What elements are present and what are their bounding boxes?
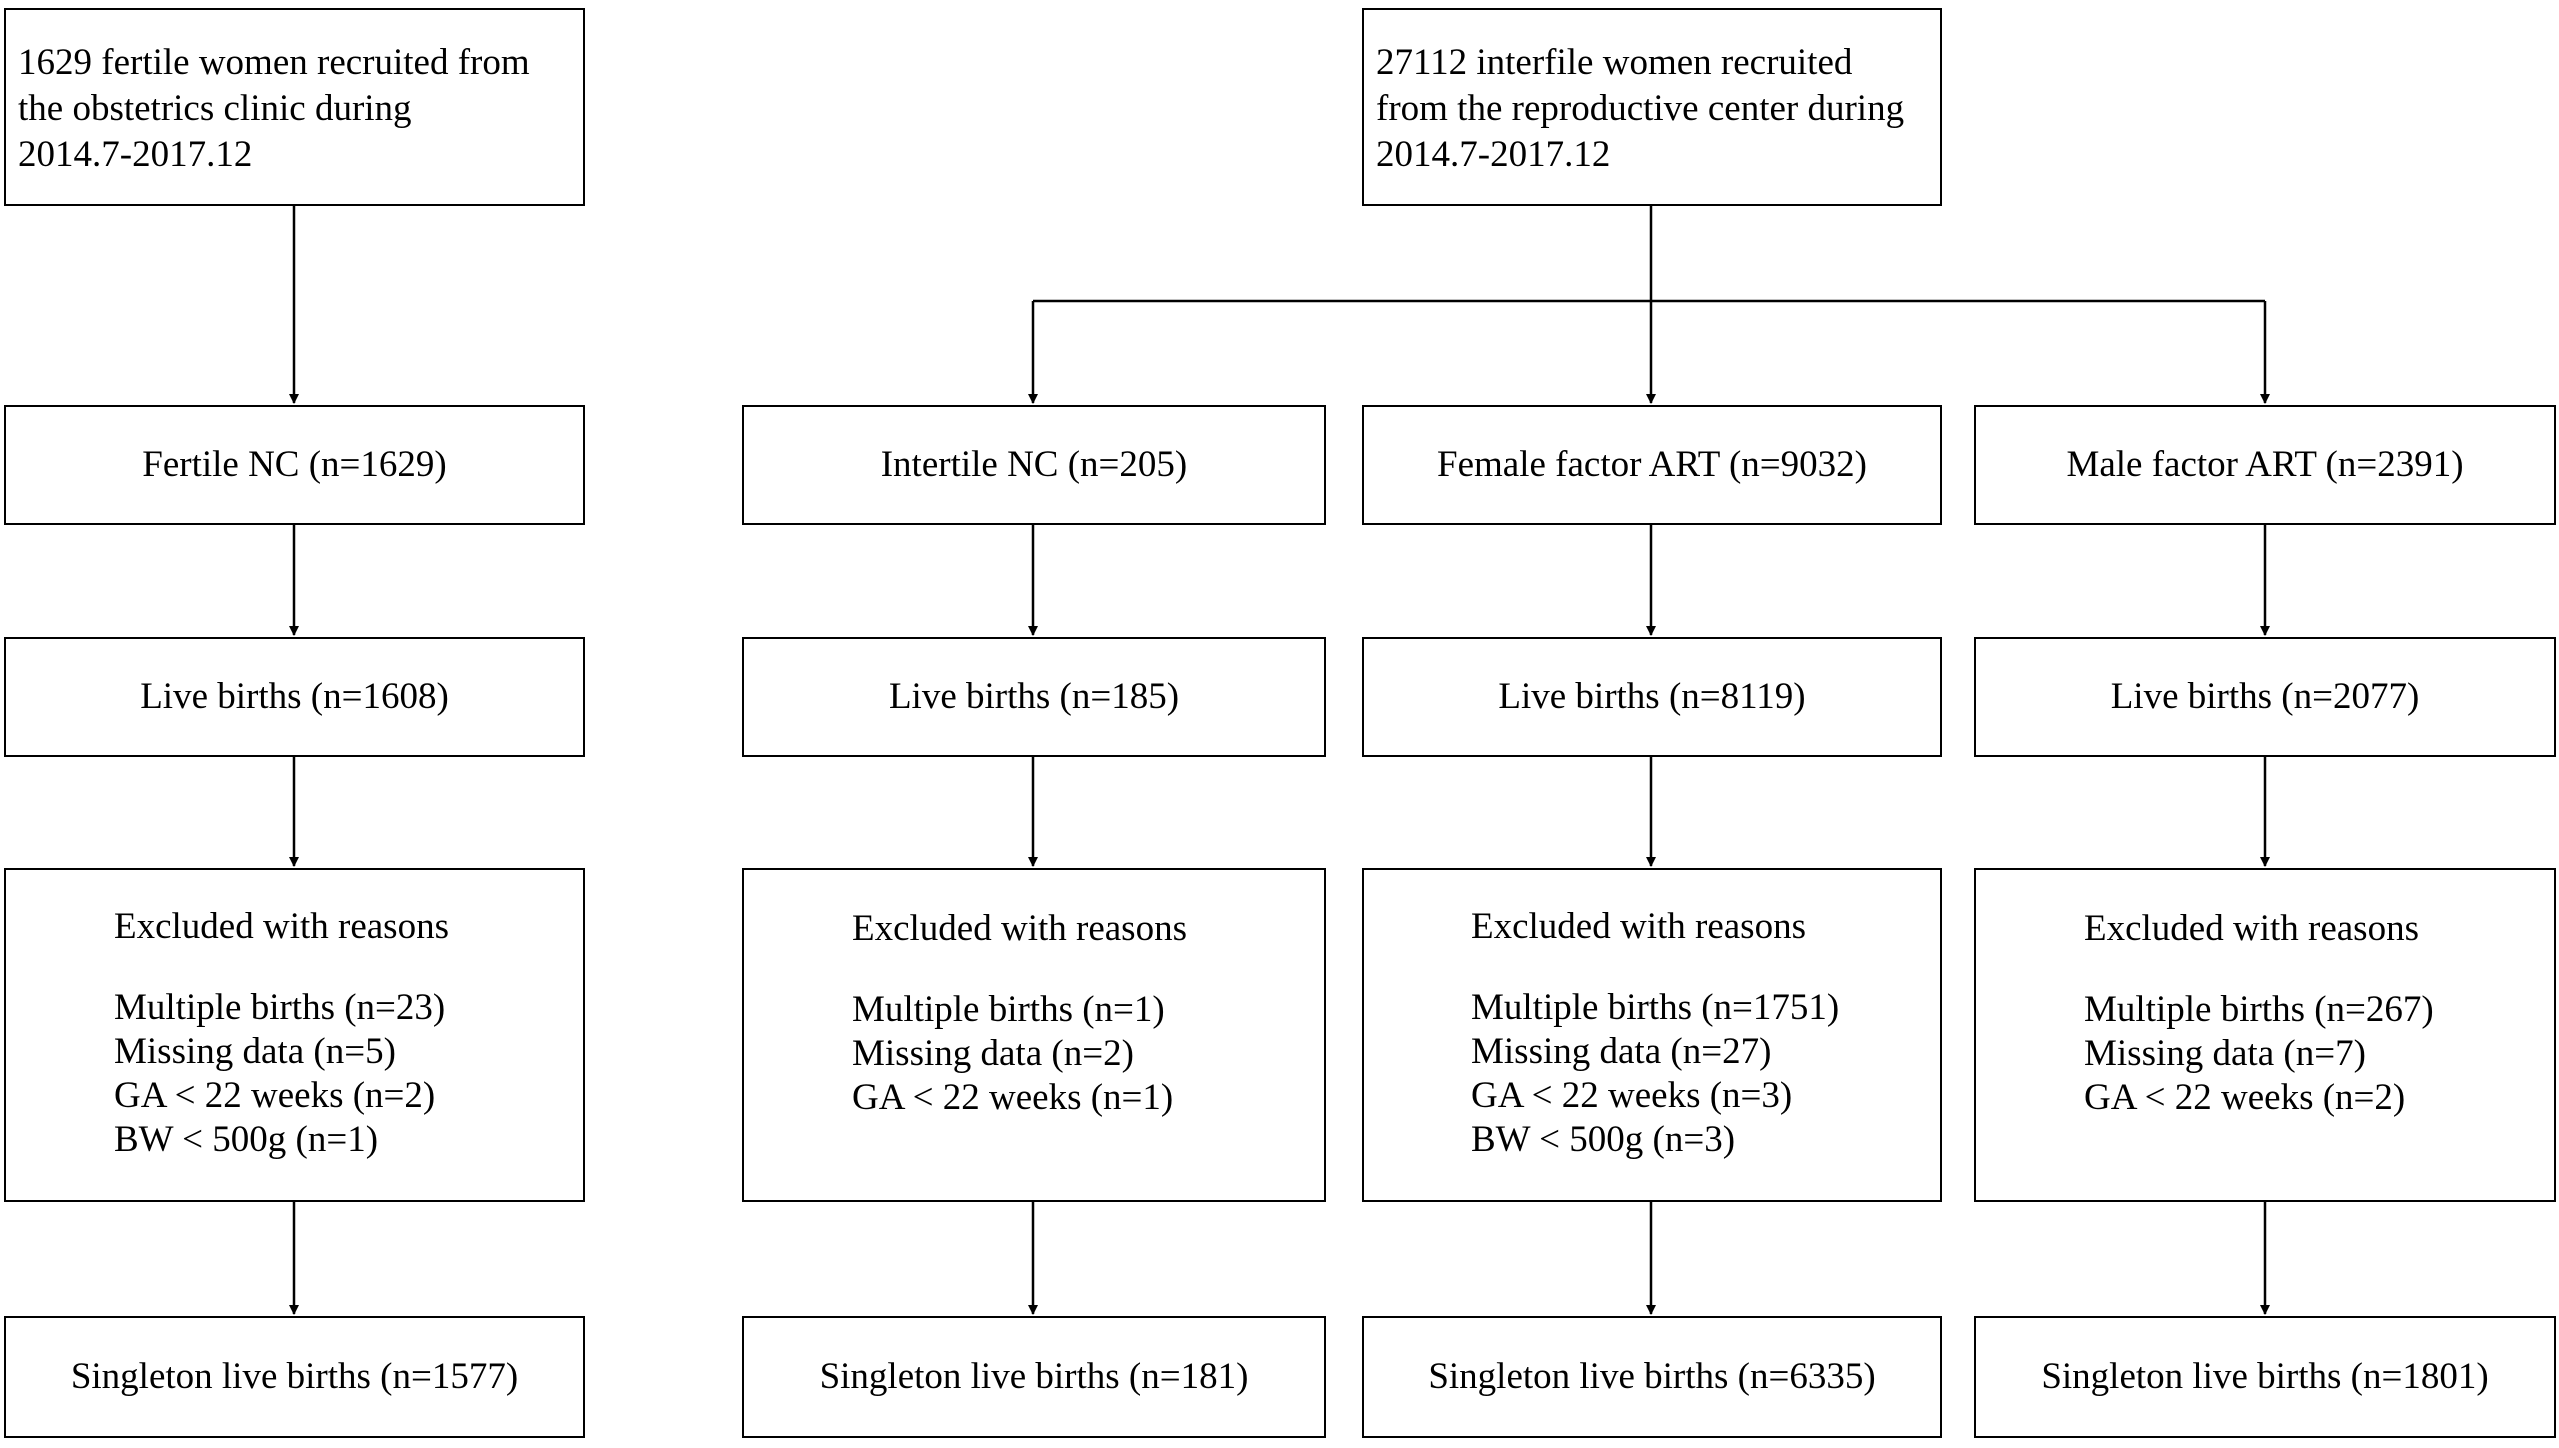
excluded-reason: Multiple births (n=267) [2084,989,2434,1030]
excluded-box-infertile-nc: Excluded with reasons Multiple births (n… [742,868,1326,1202]
excluded-reason: Missing data (n=7) [2084,1033,2366,1074]
singleton-label: Singleton live births (n=1577) [70,1356,519,1397]
fertile-source-line-3: 2014.7-2017.12 [18,134,253,175]
live-births-label: Live births (n=2077) [2110,676,2420,717]
live-births-box-infertile-nc: Live births (n=185) [742,637,1326,757]
singleton-box-female-factor-art: Singleton live births (n=6335) [1362,1316,1942,1438]
singleton-label: Singleton live births (n=6335) [1428,1356,1876,1397]
fertile-source-line-2: the obstetrics clinic during [18,88,412,129]
excluded-reason: Multiple births (n=23) [114,987,446,1028]
group-label: Fertile NC (n=1629) [142,444,447,485]
group-box-female-factor-art: Female factor ART (n=9032) [1362,405,1942,525]
fertile-source-line-1: 1629 fertile women recruited from [18,42,530,83]
live-births-box-female-factor-art: Live births (n=8119) [1362,637,1942,757]
infertile-source-line-1: 27112 interfile women recruited [1376,42,1853,83]
infertile-source-box: 27112 interfile women recruited from the… [1362,8,1942,206]
excluded-title: Excluded with reasons [2084,908,2419,949]
group-box-male-factor-art: Male factor ART (n=2391) [1974,405,2556,525]
group-label: Female factor ART (n=9032) [1437,444,1867,485]
singleton-label: Singleton live births (n=181) [819,1356,1249,1397]
group-label: Intertile NC (n=205) [880,444,1188,485]
excluded-reason: Missing data (n=27) [1471,1031,1772,1072]
excluded-reason: Missing data (n=5) [114,1031,396,1072]
excluded-box-male-factor-art: Excluded with reasons Multiple births (n… [1974,868,2556,1202]
singleton-box-fertile-nc: Singleton live births (n=1577) [4,1316,585,1438]
excluded-reason: BW < 500g (n=3) [1471,1119,1736,1160]
excluded-reason: GA < 22 weeks (n=2) [2084,1077,2406,1118]
live-births-box-male-factor-art: Live births (n=2077) [1974,637,2556,757]
singleton-box-male-factor-art: Singleton live births (n=1801) [1974,1316,2556,1438]
excluded-reason: GA < 22 weeks (n=3) [1471,1075,1793,1116]
excluded-reason: BW < 500g (n=1) [114,1119,379,1160]
excluded-reason: GA < 22 weeks (n=1) [852,1077,1174,1118]
group-label: Male factor ART (n=2391) [2066,444,2464,485]
live-births-box-fertile-nc: Live births (n=1608) [4,637,585,757]
group-box-infertile-nc: Intertile NC (n=205) [742,405,1326,525]
singleton-label: Singleton live births (n=1801) [2041,1356,2489,1397]
live-births-label: Live births (n=185) [888,676,1180,717]
infertile-source-line-2: from the reproductive center during [1376,88,1905,129]
live-births-label: Live births (n=8119) [1498,676,1806,717]
group-box-fertile-nc: Fertile NC (n=1629) [4,405,585,525]
excluded-title: Excluded with reasons [114,906,449,947]
fertile-source-box: 1629 fertile women recruited from the ob… [4,8,585,206]
excluded-title: Excluded with reasons [1471,906,1806,947]
excluded-title: Excluded with reasons [852,908,1187,949]
excluded-reason: Multiple births (n=1) [852,989,1165,1030]
singleton-box-infertile-nc: Singleton live births (n=181) [742,1316,1326,1438]
infertile-source-line-3: 2014.7-2017.12 [1376,134,1611,175]
excluded-box-female-factor-art: Excluded with reasons Multiple births (n… [1362,868,1942,1202]
excluded-reason: Multiple births (n=1751) [1471,987,1840,1028]
excluded-reason: GA < 22 weeks (n=2) [114,1075,436,1116]
excluded-reason: Missing data (n=2) [852,1033,1134,1074]
live-births-label: Live births (n=1608) [140,676,449,717]
excluded-box-fertile-nc: Excluded with reasons Multiple births (n… [4,868,585,1202]
